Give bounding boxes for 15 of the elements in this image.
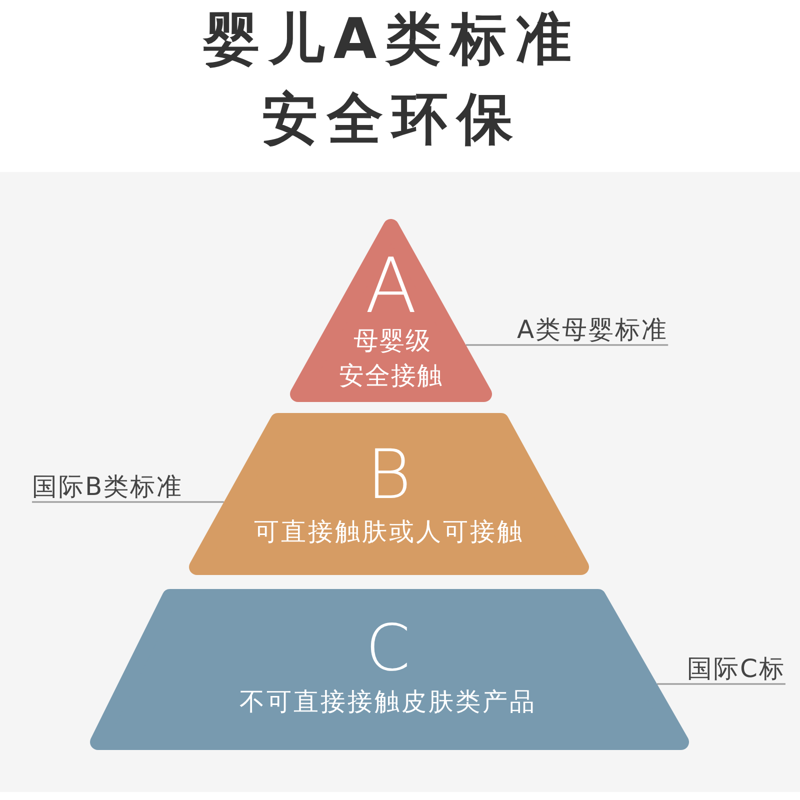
callout-label: 国际C标 [687,654,786,684]
callout-label: A类母婴标准 [517,315,668,345]
leader-line [466,344,668,346]
pyramid-tier [290,219,492,402]
tier-letter: C [366,624,410,676]
tier-letter: B [366,449,412,504]
tier-letter: A [365,256,417,317]
pyramid-tier [90,589,689,750]
callout-label: 国际B类标准 [32,472,184,502]
leader-line [32,501,224,503]
leader-line [657,683,786,685]
title: 婴儿A类标准安全环保 [202,6,582,154]
tier-caption: 母婴级安全接触 [338,325,444,392]
tier-caption: 不可直接接触皮肤类产品 [240,687,536,717]
tier-caption: 可直接触肤或人可接触 [254,517,524,547]
